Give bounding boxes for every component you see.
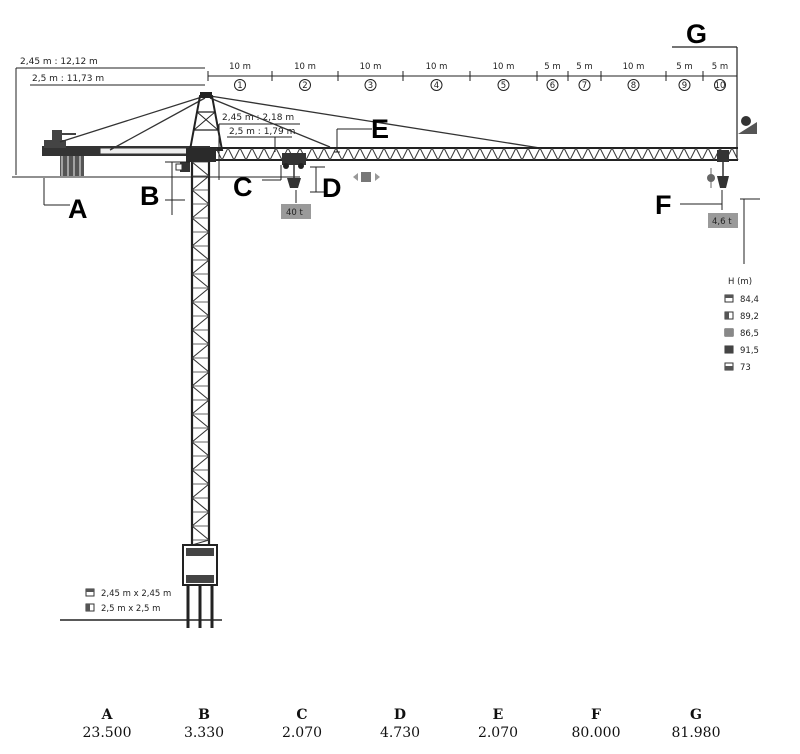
jib [209, 147, 739, 161]
slewing-unit [175, 148, 216, 172]
height-legend-title: H (m) [728, 277, 752, 287]
f-dim-lines [680, 190, 760, 264]
height-swatch-fill [725, 312, 729, 319]
section-number-5: 5 [501, 81, 506, 91]
section-number-circle [497, 79, 510, 91]
section-length-9: 5 m [676, 62, 692, 72]
counterjib-dim-25: 2,5 m : 11,73 m [32, 74, 104, 84]
height-value-3: 86,5 [740, 329, 759, 339]
label-g: G [686, 19, 707, 49]
section-number-9: 9 [682, 81, 687, 91]
trolley-dim-lines [218, 123, 300, 180]
mast-size-legend: 2,45 m x 2,45 m 2,5 m x 2,5 m [85, 588, 171, 614]
value-g: 81.980 [671, 725, 721, 741]
height-value-4: 91,5 [740, 346, 759, 356]
a-b-dim-lines [12, 161, 300, 215]
jib-section-ruler: 10 m 1 10 m 2 10 m 3 10 m 4 10 m 5 5 m 6 5 m 7 10 m 8 5 … [207, 62, 738, 91]
trolley-dim-25: 2,5 m : 1,79 m [229, 127, 295, 137]
value-f: 80.000 [571, 725, 621, 741]
section-length-10: 5 m [712, 62, 728, 72]
section-number-circle [299, 79, 311, 91]
max-load-label: 40 t [286, 208, 304, 218]
height-value-5: 73 [740, 363, 751, 373]
counter-jib [42, 130, 210, 176]
max-load-tag [281, 204, 311, 219]
label-f: F [655, 190, 672, 220]
height-legend: 84,4 89,2 86,5 91,5 73 [724, 294, 759, 373]
height-swatch-fill [725, 329, 733, 336]
label-a: A [68, 194, 88, 224]
section-number-4: 4 [434, 81, 439, 91]
section-number-3: 3 [368, 81, 373, 91]
e-dim-lines [334, 128, 372, 161]
mast-size-2: 2,5 m x 2,5 m [101, 604, 160, 614]
section-number-circle [234, 79, 246, 91]
section-number-circle [364, 79, 377, 91]
section-length-7: 5 m [576, 62, 592, 72]
tie-lines [59, 95, 541, 151]
section-number-10: 10 [715, 81, 726, 91]
section-length-8: 10 m [623, 62, 645, 72]
value-c: 2.070 [281, 725, 323, 741]
value-a: 23.500 [82, 725, 132, 741]
section-length-5: 10 m [493, 62, 515, 72]
section-number-2: 2 [302, 81, 307, 91]
mast-base [60, 544, 222, 628]
section-length-2: 10 m [294, 62, 316, 72]
trolley-hook [282, 153, 306, 188]
section-number-8: 8 [631, 81, 636, 91]
tip-load-label: 4,6 t [712, 217, 732, 227]
tip-limit-icon [738, 116, 757, 134]
g-dimension [672, 46, 738, 158]
section-number-circle [430, 79, 443, 91]
section-number-circle [578, 79, 591, 91]
label-b: B [140, 181, 160, 211]
trolley-travel-icon [353, 172, 380, 182]
trolley-dim-245: 2,45 m : 2,18 m [222, 113, 294, 123]
tower-mast [190, 161, 211, 546]
value-b: 3.330 [183, 725, 225, 741]
height-swatch-fill [725, 346, 733, 353]
value-e: 2.070 [477, 725, 519, 741]
section-length-6: 5 m [544, 62, 560, 72]
section-number-circle [627, 79, 640, 91]
counterjib-dim-245: 2,45 m : 12,12 m [20, 57, 98, 67]
section-length-3: 10 m [360, 62, 382, 72]
section-number-circle [714, 79, 726, 91]
mast-size-1: 2,45 m x 2,45 m [101, 589, 171, 599]
section-number-circle [546, 79, 559, 91]
section-length-1: 10 m [229, 62, 251, 72]
label-e: E [371, 114, 389, 144]
counterjib-dim-lines [15, 67, 205, 175]
jib-tip-hook [707, 150, 729, 188]
section-length-4: 10 m [426, 62, 448, 72]
section-number-7: 7 [582, 81, 587, 91]
section-number-6: 6 [550, 81, 555, 91]
height-swatch-fill [725, 295, 733, 298]
tip-load-tag [708, 213, 738, 228]
height-swatch-fill [725, 366, 733, 370]
height-value-2: 89,2 [740, 312, 759, 322]
height-value-1: 84,4 [740, 295, 759, 305]
section-number-circle [678, 79, 691, 91]
label-d: D [322, 173, 342, 203]
max-load-dim-lines [262, 165, 325, 203]
value-d: 4.730 [379, 725, 421, 741]
label-c: C [233, 172, 253, 202]
section-number-1: 1 [237, 81, 242, 91]
